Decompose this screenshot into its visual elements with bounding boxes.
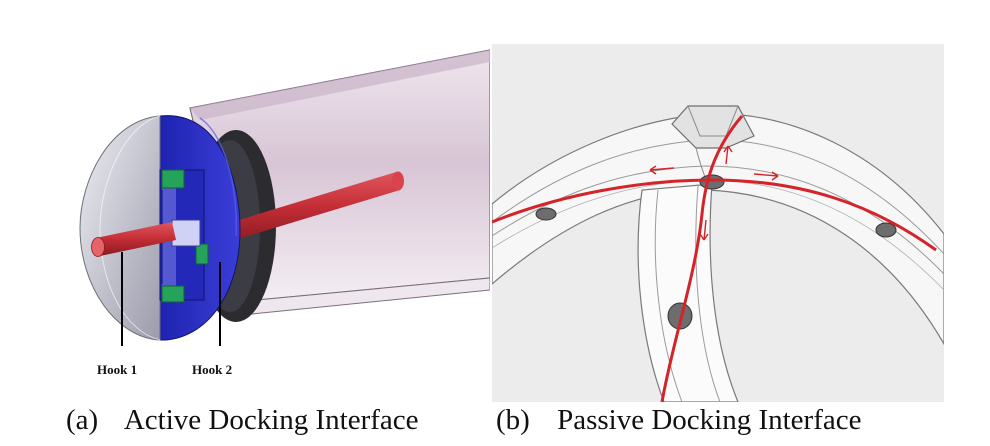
caption-a-tag: (a) — [66, 404, 99, 436]
rod-back — [226, 171, 404, 242]
leader-lines — [121, 252, 221, 346]
red-path-lines — [492, 115, 937, 402]
caption-passive-docking: (b) Passive Docking Interface — [496, 404, 861, 437]
hub-disk — [79, 115, 161, 341]
holes — [535, 174, 897, 330]
active-docking-figure: Hook 1 Hook 2 — [50, 40, 490, 402]
slot-notch — [671, 105, 755, 181]
hook1-label: Hook 1 — [97, 362, 137, 377]
caption-b-tag: (b) — [496, 404, 530, 436]
caption-b-text: Passive Docking Interface — [557, 404, 862, 436]
active-docking-drawing: Hook 1 Hook 2 — [79, 49, 490, 377]
passive-docking-figure — [492, 44, 944, 402]
passive-docking-drawing — [492, 44, 944, 402]
rod-front — [91, 222, 176, 257]
caption-active-docking: (a) Active Docking Interface — [66, 404, 419, 437]
direction-arrows — [649, 145, 779, 241]
hook2-label: Hook 2 — [192, 362, 232, 377]
caption-a-text: Active Docking Interface — [123, 404, 419, 436]
